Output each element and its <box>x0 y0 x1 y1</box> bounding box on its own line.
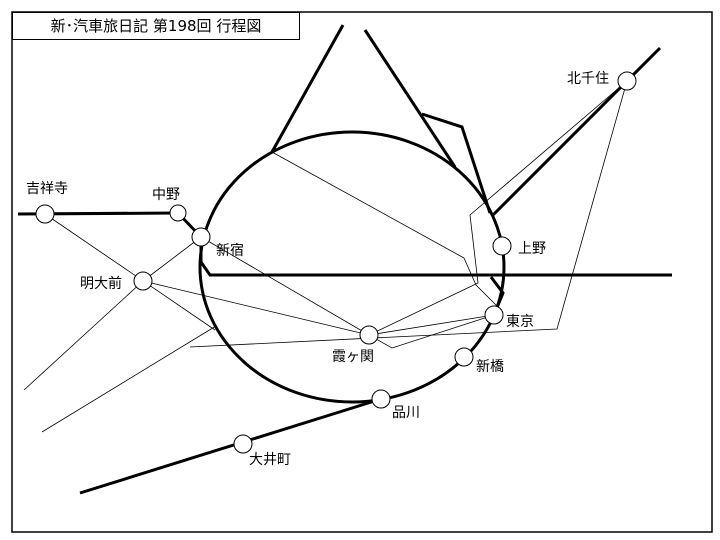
thin-route <box>200 236 370 336</box>
label-shimbashi: 新橋 <box>476 359 504 375</box>
label-meidaimae: 明大前 <box>80 276 122 292</box>
thick-routes <box>17 24 672 495</box>
stations <box>35 71 637 454</box>
tokaido-line <box>79 397 382 495</box>
thin-routes <box>23 80 628 433</box>
thin-route <box>368 314 495 336</box>
station-oimachi <box>233 434 253 454</box>
thin-route <box>41 325 217 433</box>
thin-route <box>189 80 628 348</box>
label-kasumigaseki: 霞ヶ関 <box>332 349 374 365</box>
thin-route <box>368 314 495 349</box>
map-title: 新･汽車旅日記 第198回 行程図 <box>12 12 300 40</box>
station-kitasenju <box>617 71 637 91</box>
station-tokyo <box>484 305 504 325</box>
station-nakano <box>169 204 187 222</box>
north-line <box>363 29 457 168</box>
north-line <box>421 112 492 214</box>
thin-route <box>142 280 370 336</box>
label-nakano: 中野 <box>152 187 180 203</box>
station-kasumigaseki <box>359 325 379 345</box>
label-kitasenju: 北千住 <box>567 71 609 87</box>
label-kichijoji: 吉祥寺 <box>26 181 68 197</box>
station-meidaimae <box>133 271 153 291</box>
label-shinjuku: 新宿 <box>216 243 244 259</box>
thin-route <box>142 236 202 282</box>
station-shinagawa <box>371 389 391 409</box>
label-ueno: 上野 <box>518 241 546 257</box>
station-ueno <box>492 236 512 256</box>
map-frame <box>11 11 713 533</box>
station-kichijoji <box>35 204 55 224</box>
label-shinagawa: 品川 <box>392 405 420 421</box>
chuo-rapid-line <box>199 245 672 277</box>
thin-route <box>368 80 628 336</box>
thin-route <box>23 280 144 391</box>
station-shimbashi <box>454 347 474 367</box>
yamanote-loop <box>198 130 506 404</box>
thin-route <box>44 213 216 331</box>
label-oimachi: 大井町 <box>249 452 291 468</box>
north-line <box>270 24 345 153</box>
thin-route <box>271 151 498 307</box>
label-tokyo: 東京 <box>506 314 534 330</box>
station-shinjuku <box>191 227 211 247</box>
